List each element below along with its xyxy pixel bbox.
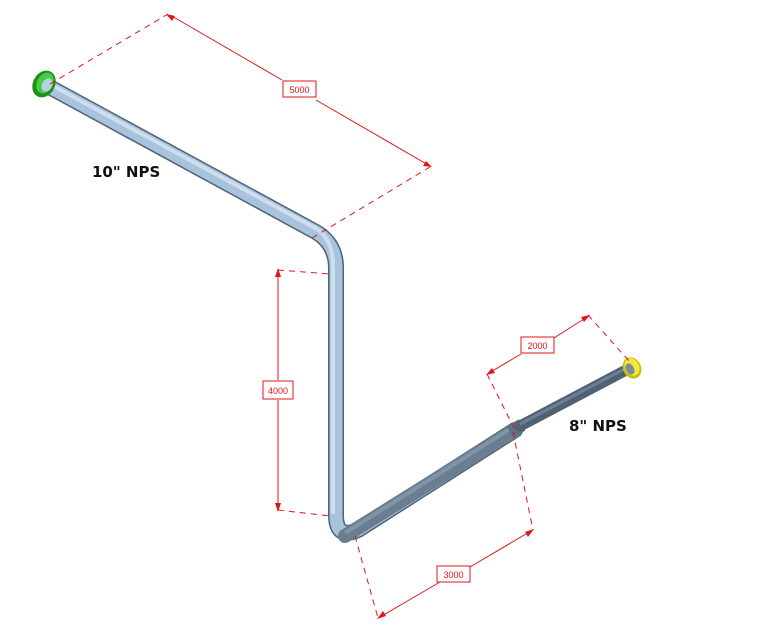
- flange-start-green: [32, 70, 56, 98]
- dimension-2000-value: 2000: [527, 341, 547, 351]
- label-8in-nps: 8" NPS: [569, 417, 627, 435]
- dimension-4000: [262, 268, 331, 517]
- dimension-2000: [486, 314, 631, 431]
- flange-end-yellow: [622, 357, 642, 379]
- pipe-8in-run: [506, 362, 636, 438]
- label-10in-nps: 10" NPS: [92, 163, 160, 181]
- pipe-10in-run: [36, 76, 523, 543]
- dimension-5000-value: 5000: [289, 85, 309, 95]
- dimension-5000: [49, 13, 432, 239]
- dimension-4000-value: 4000: [268, 386, 288, 396]
- dimension-3000-value: 3000: [443, 570, 463, 580]
- dimension-3000: [354, 431, 534, 619]
